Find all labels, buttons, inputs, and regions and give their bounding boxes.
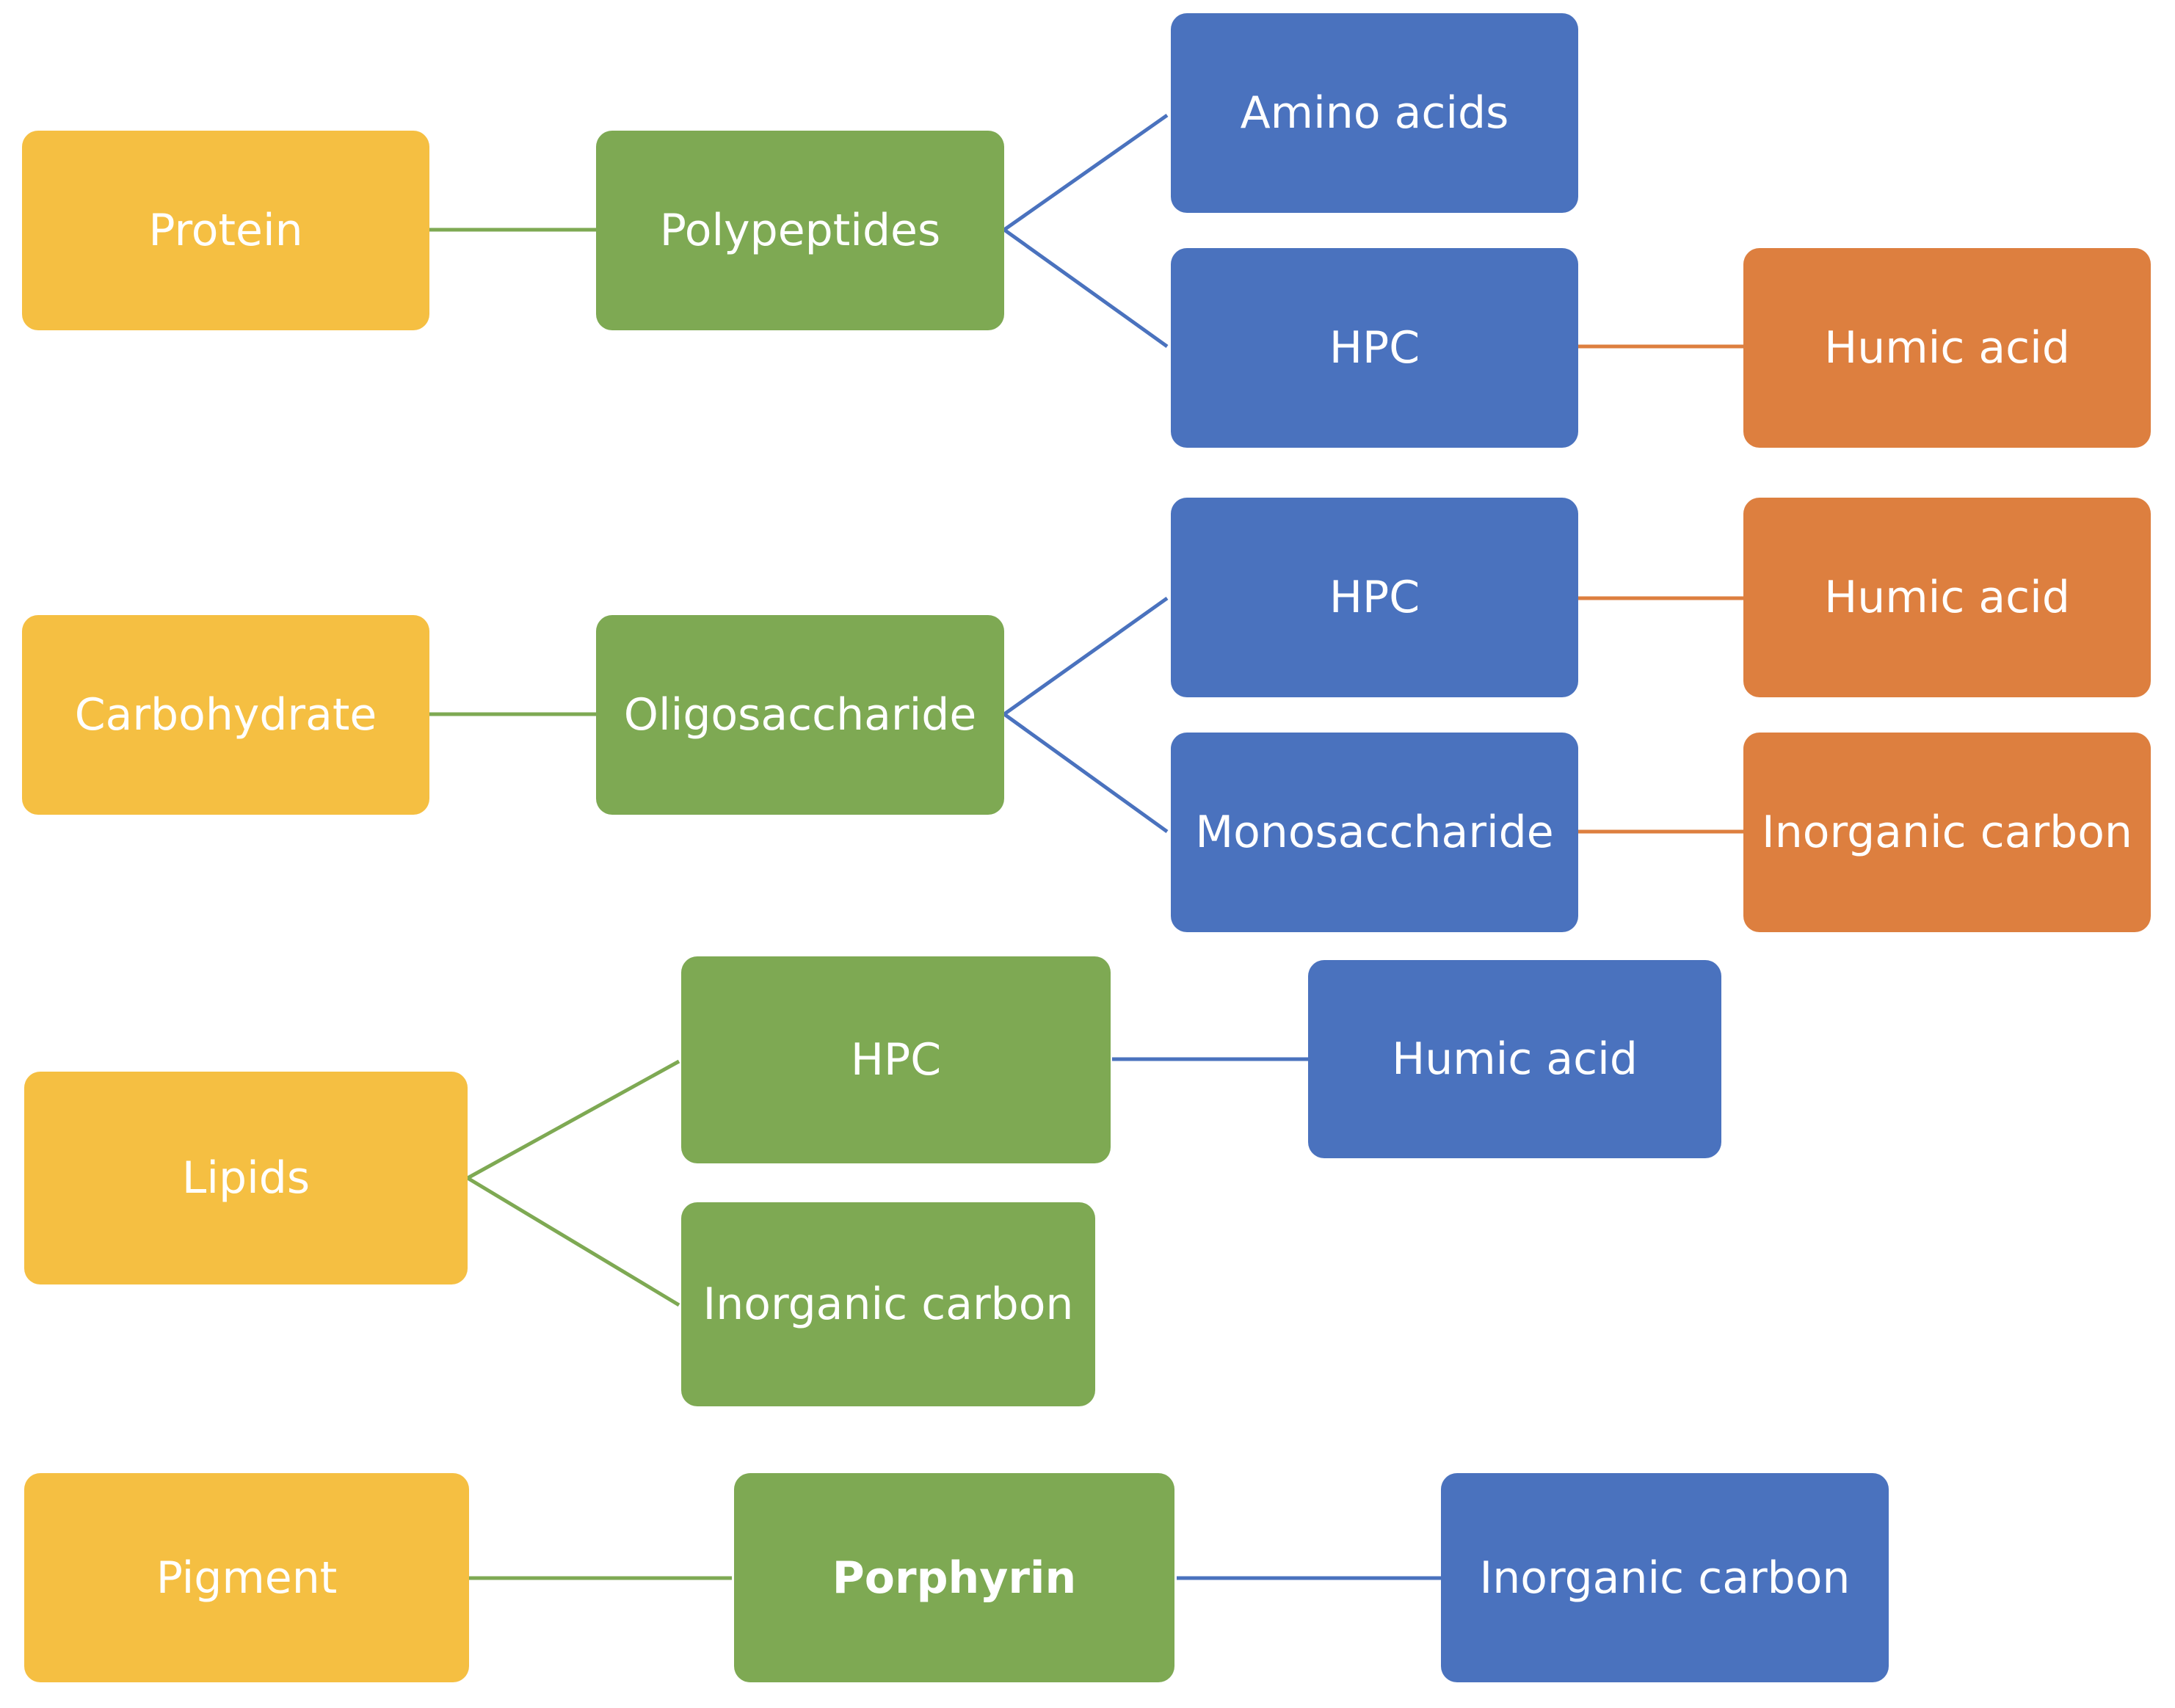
node-polypeptides: Polypeptides: [596, 131, 1004, 330]
node-carbohydrate: Carbohydrate: [22, 615, 429, 815]
node-porphyrin: Porphyrin: [734, 1473, 1174, 1682]
node-humic-acid-protein: Humic acid: [1743, 248, 2151, 448]
node-monosaccharide: Monosaccharide: [1171, 733, 1578, 932]
node-inorganic-carbon-carbohydrate: Inorganic carbon: [1743, 733, 2151, 932]
node-humic-acid-carbohydrate: Humic acid: [1743, 498, 2151, 697]
node-inorganic-carbon-lipids: Inorganic carbon: [681, 1202, 1095, 1406]
node-protein: Protein: [22, 131, 429, 330]
node-hpc-protein: HPC: [1171, 248, 1578, 448]
connector-lipids-inorganic-carbon: [466, 1176, 680, 1307]
node-inorganic-carbon-pigment: Inorganic carbon: [1441, 1473, 1889, 1682]
node-hpc-lipids: HPC: [681, 956, 1111, 1163]
connector-oligosaccharide-hpc: [1003, 596, 1169, 716]
node-oligosaccharide: Oligosaccharide: [596, 615, 1004, 815]
connector-polypeptides-amino-acids: [1003, 113, 1169, 232]
connector-polypeptides-hpc: [1003, 228, 1169, 349]
connector-lipids-hpc: [466, 1059, 680, 1180]
node-amino-acids: Amino acids: [1171, 13, 1578, 213]
node-hpc-carbohydrate: HPC: [1171, 498, 1578, 697]
node-humic-acid-lipids: Humic acid: [1308, 960, 1721, 1158]
connector-oligosaccharide-monosaccharide: [1003, 712, 1169, 834]
node-lipids: Lipids: [24, 1072, 468, 1284]
node-pigment: Pigment: [24, 1473, 469, 1682]
